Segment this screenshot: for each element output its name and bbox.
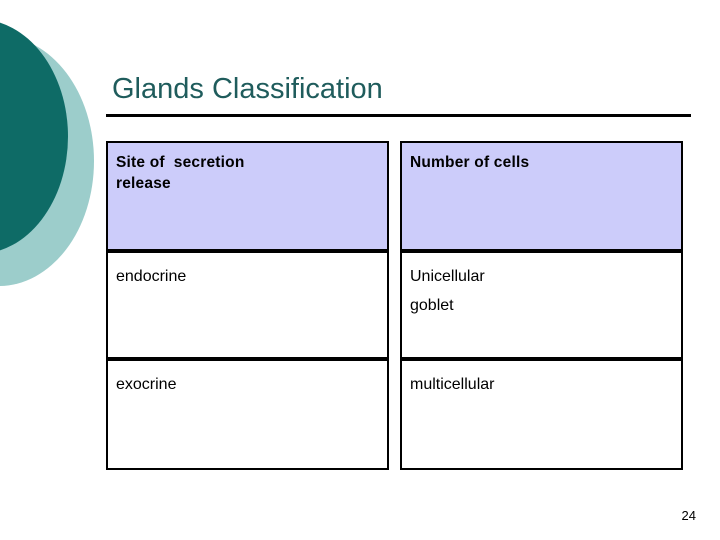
- glands-classification-table: Site of secretion release endocrine exoc…: [106, 141, 683, 470]
- table-header-cell-site-of-secretion: Site of secretion release: [106, 141, 389, 251]
- table-header-cell-number-of-cells: Number of cells: [400, 141, 683, 251]
- header-text-line-2: release: [116, 175, 171, 192]
- cell-text-line-1: multicellular: [410, 376, 495, 393]
- table-column-site-of-secretion: Site of secretion release endocrine exoc…: [106, 141, 389, 470]
- header-text-line-1: Number of cells: [410, 154, 530, 171]
- table-cell-multicellular: multicellular: [400, 359, 683, 470]
- header-text-line-1: Site of secretion: [116, 154, 245, 171]
- cell-text-line-1: endocrine: [116, 268, 187, 285]
- table-column-number-of-cells: Number of cells Unicellular goblet multi…: [400, 141, 683, 470]
- slide-title: Glands Classification: [112, 73, 383, 105]
- decorative-dark-teal-ellipse: [0, 19, 68, 254]
- cell-text-line-2: goblet: [410, 297, 454, 314]
- title-underline-rule: [106, 114, 691, 117]
- table-cell-endocrine: endocrine: [106, 251, 389, 359]
- table-cell-unicellular-goblet: Unicellular goblet: [400, 251, 683, 359]
- table-cell-exocrine: exocrine: [106, 359, 389, 470]
- cell-text-line-1: Unicellular: [410, 268, 485, 285]
- decorative-light-teal-ellipse: [0, 36, 94, 286]
- cell-text-line-1: exocrine: [116, 376, 177, 393]
- slide-page-number: 24: [681, 508, 696, 523]
